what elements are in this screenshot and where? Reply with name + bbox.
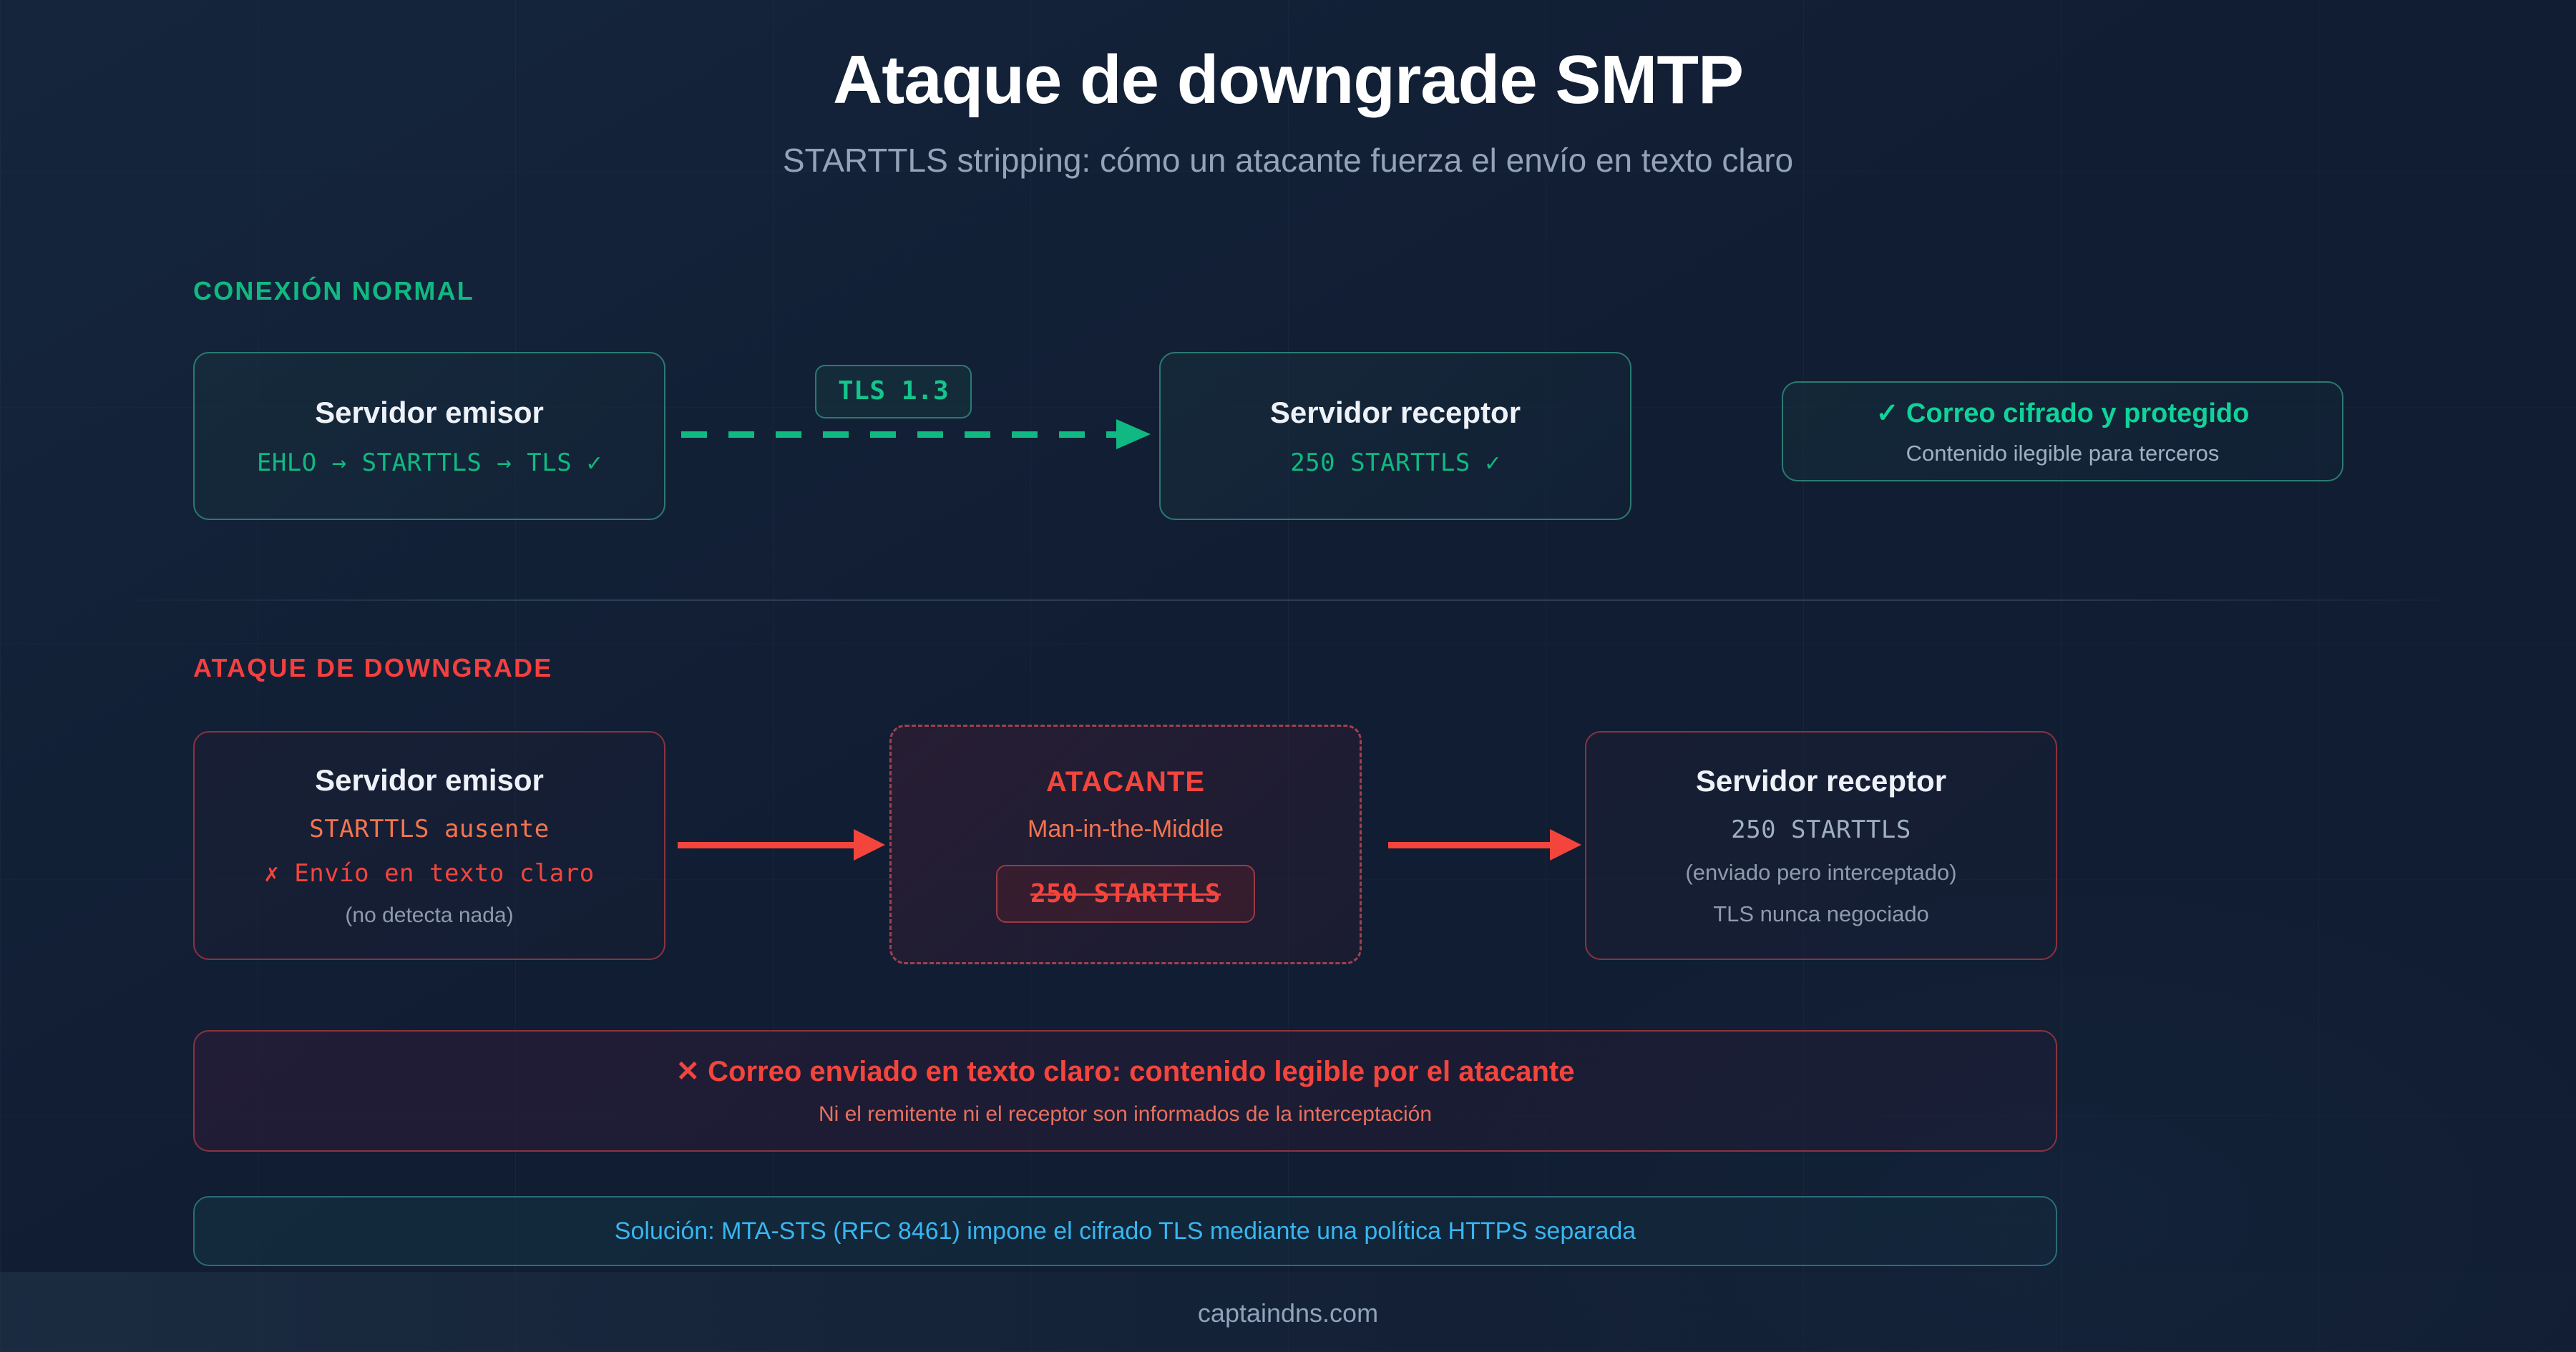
dashed-line [681, 431, 1119, 438]
arrow-head [1550, 829, 1581, 861]
arrow-head [1116, 419, 1151, 449]
alert-plaintext-main: ✕ Correo enviado en texto claro: conteni… [675, 1056, 1575, 1087]
page-title: Ataque de downgrade SMTP [832, 41, 1744, 118]
node-sender-attack: Servidor emisor STARTTLS ausente ✗ Envío… [193, 731, 665, 960]
node-receiver-normal-detail: 250 STARTTLS ✓ [1290, 448, 1501, 477]
node-sender-attack-line1: STARTTLS ausente [309, 815, 550, 843]
tls-version-badge: TLS 1.3 [815, 365, 972, 418]
plaintext-arrow-left-icon [678, 829, 885, 861]
result-encrypted-sub: Contenido ilegible para terceros [1906, 440, 2220, 466]
node-sender-attack-line3: (no detecta nada) [345, 903, 514, 927]
node-sender-attack-line2: ✗ Envío en texto claro [264, 859, 595, 888]
section-divider [133, 599, 2444, 601]
node-attacker: ATACANTE Man-in-the-Middle 250 STARTTLS [889, 725, 1362, 964]
result-card-encrypted: ✓ Correo cifrado y protegido Contenido i… [1782, 381, 2343, 481]
node-receiver-attack: Servidor receptor 250 STARTTLS (enviado … [1585, 731, 2057, 960]
node-sender-normal-detail: EHLO → STARTTLS → TLS ✓ [256, 448, 602, 477]
page-subtitle: STARTTLS stripping: cómo un atacante fue… [782, 141, 1794, 179]
result-encrypted-main: ✓ Correo cifrado y protegido [1875, 398, 2250, 428]
node-receiver-attack-line1: 250 STARTTLS [1731, 815, 1911, 844]
node-attacker-subtitle: Man-in-the-Middle [1028, 815, 1224, 843]
section-label-attack: ATAQUE DE DOWNGRADE [193, 653, 553, 682]
arrow-line [1388, 842, 1553, 848]
arrow-line [678, 842, 857, 848]
node-sender-attack-title: Servidor emisor [315, 763, 544, 797]
node-receiver-normal: Servidor receptor 250 STARTTLS ✓ [1159, 352, 1631, 520]
encrypted-link-arrow-icon [681, 419, 1157, 449]
node-receiver-normal-title: Servidor receptor [1269, 395, 1521, 429]
node-receiver-attack-line3: TLS nunca negociado [1713, 901, 1929, 926]
node-sender-normal-title: Servidor emisor [315, 395, 544, 429]
solution-banner: Solución: MTA-STS (RFC 8461) impone el c… [193, 1196, 2057, 1266]
arrow-head [854, 829, 885, 861]
plaintext-arrow-right-icon [1388, 829, 1583, 861]
solution-text: Solución: MTA-STS (RFC 8461) impone el c… [614, 1217, 1636, 1245]
node-receiver-attack-line2: (enviado pero interceptado) [1685, 860, 1957, 885]
node-sender-normal: Servidor emisor EHLO → STARTTLS → TLS ✓ [193, 352, 665, 520]
stripped-starttls-chip: 250 STARTTLS [995, 865, 1256, 923]
header: Ataque de downgrade SMTP STARTTLS stripp… [0, 44, 2576, 180]
footer-source: captaindns.com [1197, 1298, 1379, 1328]
section-label-normal: CONEXIÓN NORMAL [193, 276, 474, 305]
alert-plaintext-banner: ✕ Correo enviado en texto claro: conteni… [193, 1030, 2057, 1152]
alert-plaintext-sub: Ni el remitente ni el receptor son infor… [818, 1102, 1433, 1126]
node-receiver-attack-title: Servidor receptor [1695, 764, 1947, 798]
footer-band [0, 1272, 2576, 1352]
node-attacker-title: ATACANTE [1045, 766, 1206, 798]
